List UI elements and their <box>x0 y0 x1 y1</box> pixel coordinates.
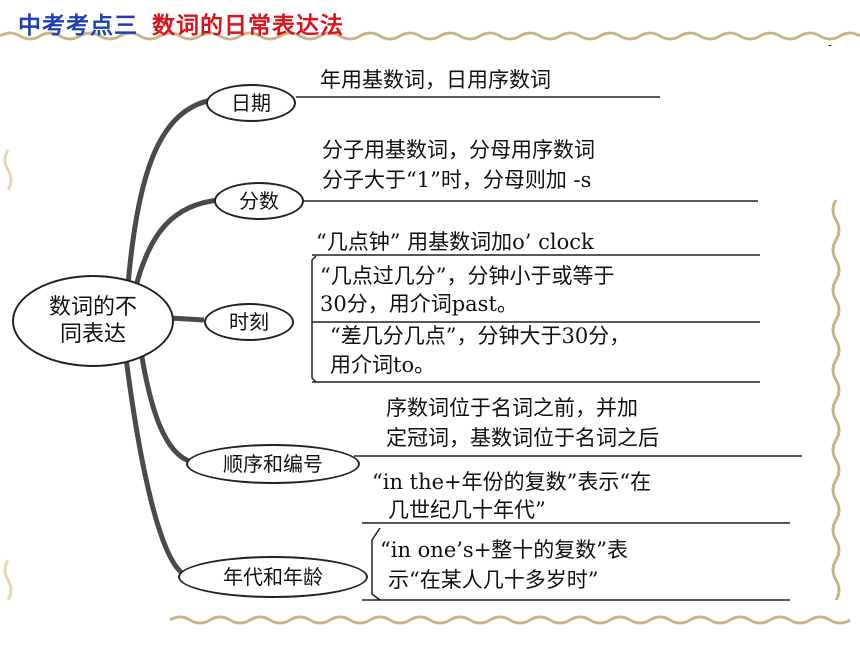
root-label-line1: 数词的不 <box>48 294 137 320</box>
note-time-1: “几点钟” 用基数词加o’ clock <box>316 230 594 254</box>
branch-connectors <box>122 97 219 575</box>
corner-mark: - <box>827 38 832 52</box>
note-order-2: 定冠词，基数词位于名词之后 <box>386 426 659 450</box>
note-decade-3: “in one’s+整十的复数”表 <box>380 538 629 562</box>
note-order-1: 序数词位于名词之前，并加 <box>386 396 638 420</box>
note-time-5: 用介词to。 <box>330 353 436 377</box>
title-topic: 数词的日常表达法 <box>152 13 344 39</box>
title-prefix: 中考考点三 <box>18 13 138 39</box>
note-time-4: “差几分几点”，分钟大于30分， <box>330 324 631 348</box>
branch-curve-fraction <box>132 197 219 291</box>
branch-curve-decade <box>122 349 184 575</box>
root-label-line2: 同表达 <box>59 322 126 347</box>
branch-curve-order <box>137 344 193 465</box>
branch-curve-time <box>169 315 205 323</box>
branch-node-order: 顺序和编号 <box>186 444 360 484</box>
branch-node-fraction: 分数 <box>214 182 304 220</box>
note-fraction-2: 分子大于“1”时，分母则加 -s <box>322 168 592 192</box>
note-time-2: “几点过几分”，分钟小于或等于 <box>320 264 615 288</box>
note-lines <box>296 96 802 601</box>
note-decade-4: 示“在某人几十多岁时” <box>388 568 599 592</box>
note-time-3: 30分，用介词past。 <box>320 292 518 316</box>
note-decade-2: 几世纪几十年代” <box>388 498 546 522</box>
note-decade-1: “in the+年份的复数”表示“在 <box>372 470 652 494</box>
branch-node-time: 时刻 <box>204 303 294 341</box>
note-date-1: 年用基数词，日用序数词 <box>320 68 551 92</box>
note-fraction-1: 分子用基数词，分母用序数词 <box>322 138 595 162</box>
slide-title: 中考考点三数词的日常表达法 <box>18 6 344 40</box>
branch-node-decade: 年代和年龄 <box>178 556 368 598</box>
branch-curve-date <box>125 97 213 286</box>
branch-node-date: 日期 <box>206 84 296 122</box>
root-node: 数词的不 同表达 <box>12 275 174 367</box>
